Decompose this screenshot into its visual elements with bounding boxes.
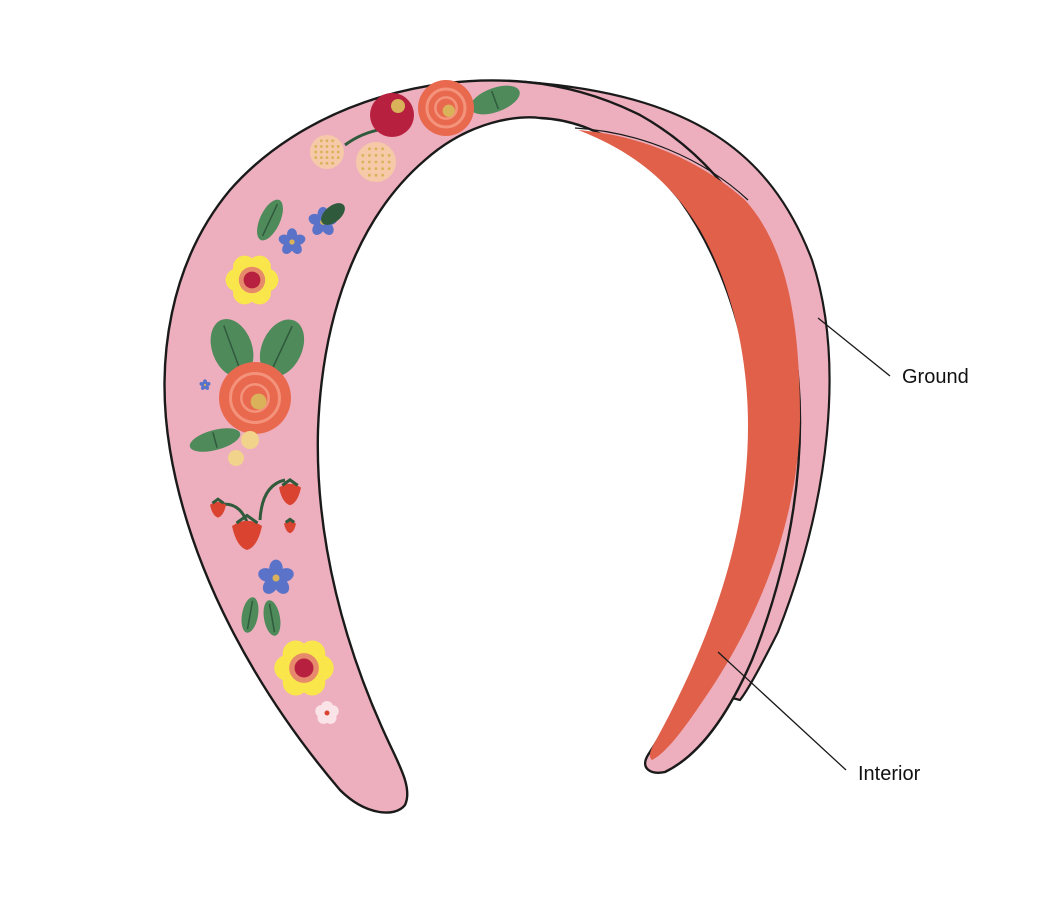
strawberry-icon (279, 478, 301, 506)
strawberry-icon (232, 513, 262, 550)
rose-icon (418, 80, 474, 136)
interior-edge-line (574, 127, 749, 201)
leaf-icon (189, 428, 241, 452)
headband-interior (578, 130, 800, 760)
leaf-icon (470, 85, 520, 115)
interior-leader-line (717, 651, 847, 771)
ground-leader-line (817, 317, 891, 377)
floral-pattern (189, 80, 520, 724)
leaf-icon (263, 600, 281, 636)
strawberry-icon (284, 517, 296, 534)
leaf-icon (241, 597, 259, 633)
leaf-icon (257, 199, 283, 241)
blue-flower-icon (278, 228, 306, 254)
leaf-icon (321, 203, 345, 225)
callout-ground-label: Ground (902, 366, 969, 388)
small-blossom-icon (315, 701, 339, 724)
gold-bud-icon (228, 431, 259, 466)
blue-flower-icon (258, 559, 294, 594)
headband-front-ground (163, 79, 802, 814)
yellow-flower-icon (274, 640, 334, 696)
crimson-flower-icon (370, 93, 414, 137)
leaf-icon (210, 318, 254, 378)
leaf-icon (259, 319, 305, 377)
blue-flower-icon (199, 379, 211, 390)
dotted-berry-icon (356, 142, 396, 182)
strawberry-icon (210, 497, 226, 518)
rose-icon (219, 362, 291, 434)
dotted-berry-icon (310, 135, 344, 169)
callout-interior-label: Interior (858, 763, 921, 785)
yellow-flower-icon (225, 255, 279, 305)
